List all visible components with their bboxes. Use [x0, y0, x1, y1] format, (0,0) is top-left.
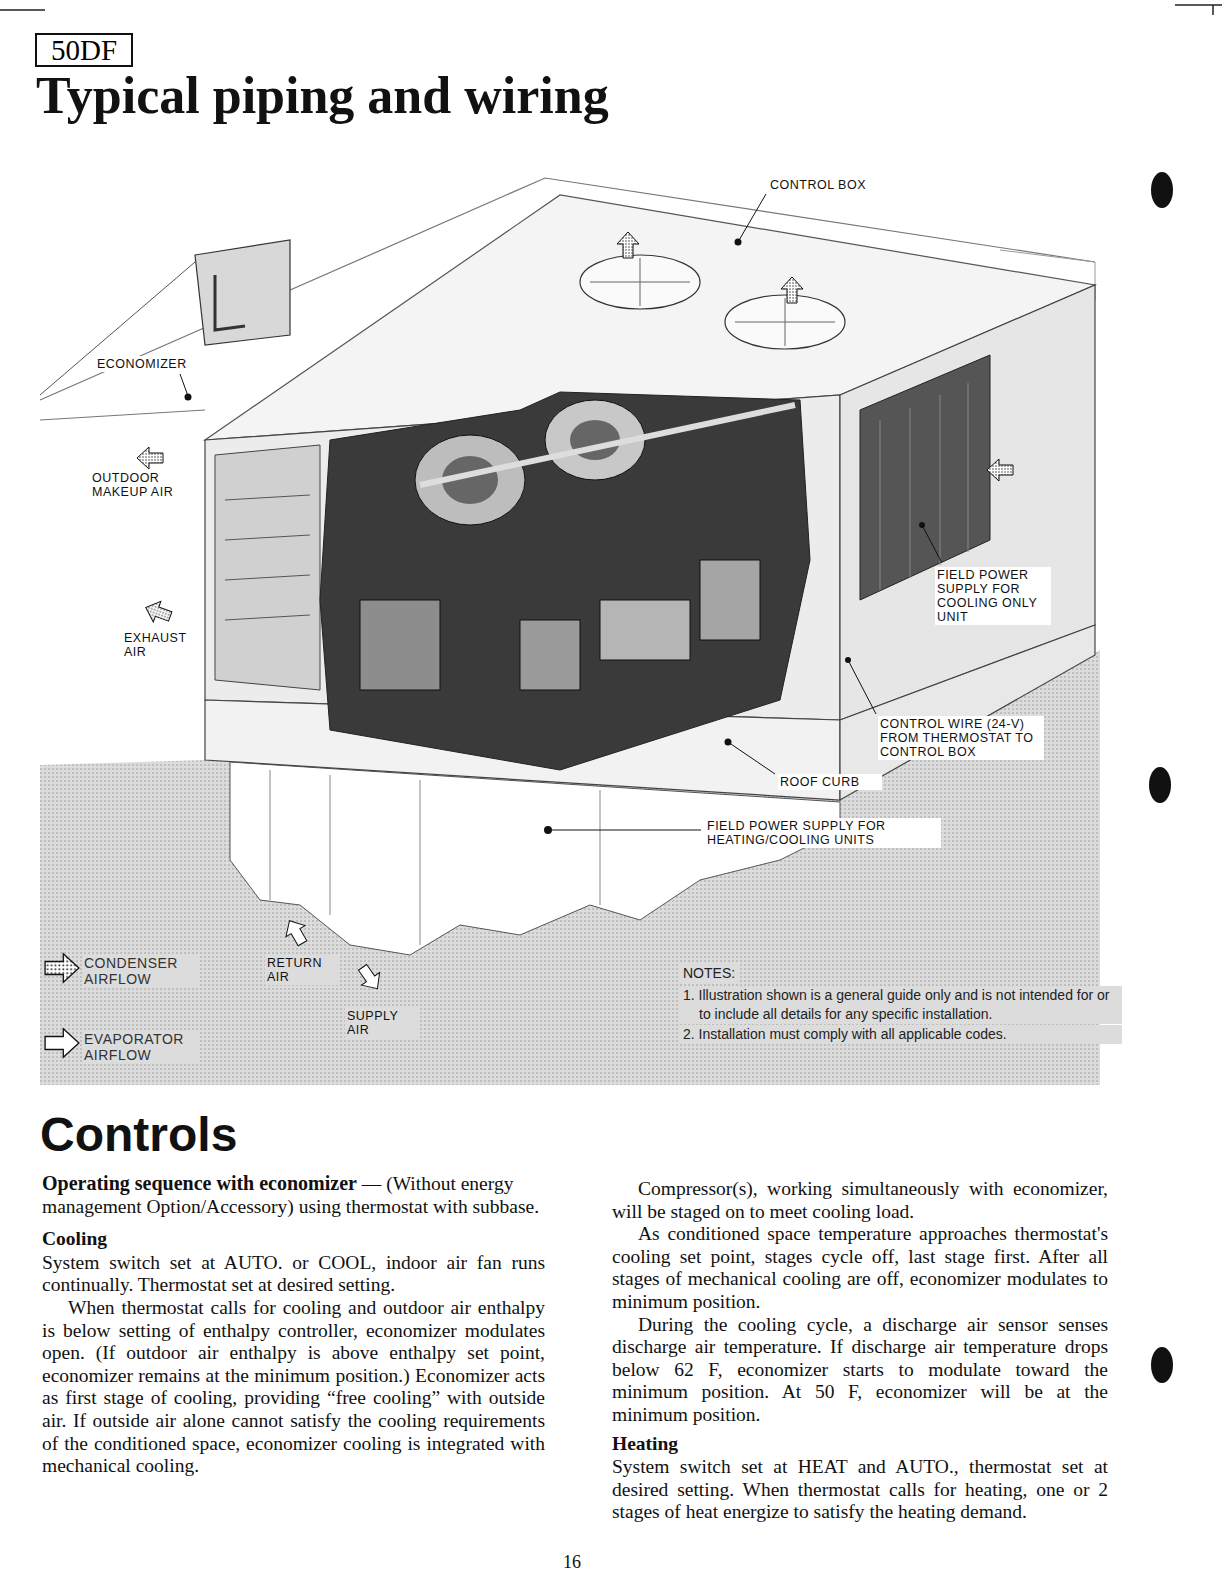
callout-label: CONTROL WIRE (24-V) FROM THERMOSTAT TO C… [878, 716, 1044, 760]
body-paragraph: Compressor(s), working simultaneously wi… [612, 1178, 1108, 1223]
body-paragraph: As conditioned space temperature approac… [612, 1223, 1108, 1313]
page-number: 16 [563, 1552, 581, 1573]
body-paragraph: During the cooling cycle, a discharge ai… [612, 1314, 1108, 1427]
subheading-line: Operating sequence with economizer — (Wi… [42, 1172, 545, 1218]
note-text: 2. Installation must comply with all app… [680, 1025, 1122, 1044]
model-box: 50DF [35, 33, 133, 67]
callout-label: FIELD POWER SUPPLY FOR HEATING/COOLING U… [705, 818, 941, 848]
body-paragraph: System switch set at AUTO. or COOL, indo… [42, 1252, 545, 1297]
callout-label: FIELD POWER SUPPLY FOR COOLING ONLY UNIT [935, 567, 1051, 625]
text-column: Operating sequence with economizer — (Wi… [42, 1172, 545, 1478]
notes-heading: NOTES: [680, 964, 738, 983]
model-code: 50DF [51, 34, 117, 66]
page-title: Typical piping and wiring [36, 66, 609, 126]
section-heading: Controls [40, 1108, 237, 1162]
body-paragraph: When thermostat calls for cooling and ou… [42, 1297, 545, 1478]
callout-label: SUPPLY AIR [345, 1008, 419, 1038]
subheading: Heating [612, 1433, 1108, 1456]
callout-label: OUTDOOR MAKEUP AIR [90, 470, 194, 500]
callout-label: ROOF CURB [778, 774, 882, 790]
subheading: Cooling [42, 1228, 545, 1251]
callout-label: CONTROL BOX [768, 177, 892, 193]
callout-label: RETURN AIR [265, 955, 339, 985]
note-text: 1. Illustration shown is a general guide… [680, 986, 1122, 1024]
subheading: Operating sequence with economizer [42, 1172, 357, 1194]
legend-text: EVAPORATOR AIRFLOW [82, 1030, 198, 1064]
callout-label: ECONOMIZER [95, 356, 209, 372]
text-column: Compressor(s), working simultaneously wi… [612, 1178, 1108, 1524]
body-paragraph: System switch set at HEAT and AUTO., the… [612, 1456, 1108, 1524]
legend-text: CONDENSER AIRFLOW [82, 954, 198, 988]
callout-label: EXHAUST AIR [122, 630, 196, 660]
